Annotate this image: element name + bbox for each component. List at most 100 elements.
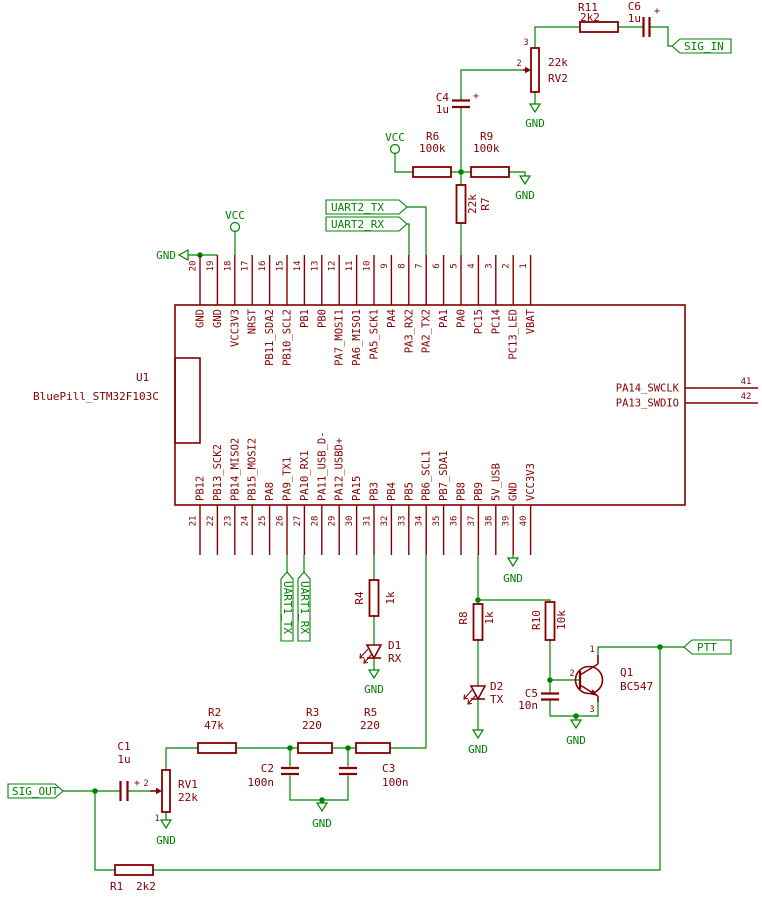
resistor-R4[interactable]: R4 1k <box>353 579 397 617</box>
net-label-uart2-rx[interactable]: UART2_RX <box>325 216 408 232</box>
resistor-R8[interactable]: R8 1k <box>457 603 496 641</box>
led-D2[interactable]: D2 TX <box>463 680 504 706</box>
wire <box>649 26 673 47</box>
pin-number: 37 <box>467 516 477 527</box>
wire <box>165 747 199 771</box>
pin-name: PB6_SCL1 <box>421 450 433 501</box>
pin-number: 9 <box>380 263 390 268</box>
value: 1u <box>117 753 130 766</box>
resistor-R3[interactable]: R3 220 <box>297 706 333 754</box>
resistor-R1[interactable]: R1 2k2 <box>110 864 156 893</box>
pin-number: 3 <box>589 705 594 715</box>
gnd-label: GND <box>156 834 176 847</box>
vcc-symbol[interactable] <box>229 221 241 233</box>
vcc-symbol[interactable] <box>389 143 401 155</box>
wire <box>508 171 526 177</box>
emitter-arrow <box>589 689 598 696</box>
pin-number: 23 <box>223 516 233 527</box>
junctions <box>92 169 663 803</box>
pin-name: PC14 <box>490 309 502 334</box>
gnd-label: GND <box>468 743 488 756</box>
resistor-R10[interactable]: R10 10k <box>530 601 568 641</box>
label-outline <box>280 571 294 642</box>
resistor-body <box>412 166 452 178</box>
resistor-R7[interactable]: 22k R7 <box>455 184 493 224</box>
ic-pins: 20GND19GND18VCC3V317NRST16PB11_SDA215PB1… <box>189 255 758 555</box>
gnd-symbol[interactable] <box>159 819 173 830</box>
label-text: SIG_OUT <box>12 785 59 798</box>
ref: R8 <box>457 611 470 624</box>
resistor-body <box>579 21 619 33</box>
pin-number: 35 <box>432 516 442 527</box>
pin-number: 3 <box>523 38 528 48</box>
pin-name: PA7_MOSI1 <box>334 309 346 366</box>
net-label-uart2-tx[interactable]: UART2_TX <box>325 199 408 215</box>
gnd-symbol[interactable] <box>518 175 532 186</box>
net-label-sig-out[interactable]: SIG_OUT <box>7 783 64 799</box>
ref: R6 <box>426 130 439 143</box>
pin-name: PA1 <box>438 309 450 328</box>
pin-number: 29 <box>328 516 338 527</box>
gnd-label: GND <box>503 572 523 585</box>
resistor-R6[interactable]: R6 100k <box>412 130 452 178</box>
pin-name: PA12_USBD+ <box>334 438 346 501</box>
pin-name: PA8 <box>264 482 276 501</box>
pin-name: PA0 <box>456 309 468 328</box>
capacitor-C1[interactable]: + C1 1u <box>117 740 140 801</box>
gnd-symbol[interactable] <box>177 248 189 262</box>
ic-U1[interactable]: U1 BluePill_STM32F103C 20GND19GND18VCC3V… <box>33 255 758 555</box>
net-label-uart1-rx[interactable]: UART1_RX <box>297 571 311 642</box>
transistor-circle <box>574 665 604 695</box>
potentiometer-RV2[interactable]: 22k RV2 3 2 <box>516 38 568 93</box>
ref: C5 <box>525 687 538 700</box>
resistor-R5[interactable]: R5 220 <box>355 706 391 754</box>
pin-number: 34 <box>415 516 425 527</box>
resistor-R11[interactable]: R11 2k2 <box>578 1 619 33</box>
pot-body <box>530 47 540 93</box>
pin-name: PC13_LED <box>508 309 520 360</box>
net-label-ptt[interactable]: PTT <box>683 639 732 655</box>
potentiometer-RV1[interactable]: RV1 22k 2 1 <box>143 769 198 824</box>
capacitor-C5[interactable]: C5 10n <box>518 687 559 712</box>
pin-number: 31 <box>363 516 373 527</box>
resistor-R9[interactable]: R9 100k <box>470 130 510 178</box>
junction-dot <box>458 169 464 175</box>
gnd-label: GND <box>515 189 535 202</box>
pin-name: PA4 <box>386 309 398 328</box>
ref: C6 <box>628 0 641 13</box>
capacitor-C3[interactable]: C3 100n <box>339 762 409 789</box>
pin-number: 27 <box>293 516 303 527</box>
gnd-symbol[interactable] <box>528 103 542 114</box>
value: 220 <box>360 719 380 732</box>
pin-number: 6 <box>432 263 442 268</box>
transistor-collector <box>579 663 599 676</box>
ref: C3 <box>382 762 395 775</box>
capacitor-C6[interactable]: + C6 1u <box>628 0 660 37</box>
gnd-symbol[interactable] <box>506 557 520 568</box>
label-outline <box>7 783 64 799</box>
resistor-R2[interactable]: R2 47k <box>197 706 237 754</box>
gnd-symbol[interactable] <box>315 802 329 813</box>
gnd-symbol[interactable] <box>471 729 485 740</box>
pin-name: PA6_MISO1 <box>351 309 363 366</box>
gnd-symbol[interactable] <box>569 719 583 730</box>
net-label-uart1-tx[interactable]: UART1_TX <box>280 571 294 642</box>
capacitor-C4[interactable]: + C4 1u <box>436 91 479 116</box>
pin-number: 11 <box>345 261 355 272</box>
gnd-symbol[interactable] <box>367 669 381 680</box>
pin-name: PB11_SDA2 <box>264 309 276 366</box>
value: 2k2 <box>580 11 600 24</box>
label-text: UART1_TX <box>281 581 294 634</box>
pin-number: 1 <box>154 814 159 824</box>
capacitor-C2[interactable]: C2 100n <box>248 762 300 789</box>
resistor-body <box>470 166 510 178</box>
net-label-sig-in[interactable]: SIG_IN <box>671 38 732 54</box>
led-D1[interactable]: D1 RX <box>359 639 402 665</box>
value: 10k <box>555 610 568 630</box>
resistor-body <box>368 579 380 617</box>
pin-number: 42 <box>741 392 752 402</box>
ref: RV1 <box>178 778 198 791</box>
pin-number: 7 <box>415 263 425 268</box>
transistor-Q1[interactable]: Q1 BC547 1 2 3 <box>569 645 653 715</box>
pin-name: PA3_RX2 <box>403 309 415 353</box>
